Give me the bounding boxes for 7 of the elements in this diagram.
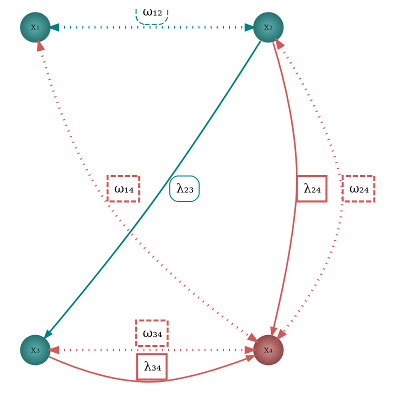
edge-label: λ₂₄	[303, 181, 321, 196]
edge-label: ω₁₂	[142, 4, 162, 18]
edge-label: ω₂₄	[348, 181, 369, 196]
edge-label: λ₂₃	[176, 181, 194, 196]
edge-label: ω₃₄	[142, 326, 162, 340]
edge-label: λ₃₄	[143, 360, 161, 374]
edge-label: ω₁₄	[114, 181, 134, 196]
